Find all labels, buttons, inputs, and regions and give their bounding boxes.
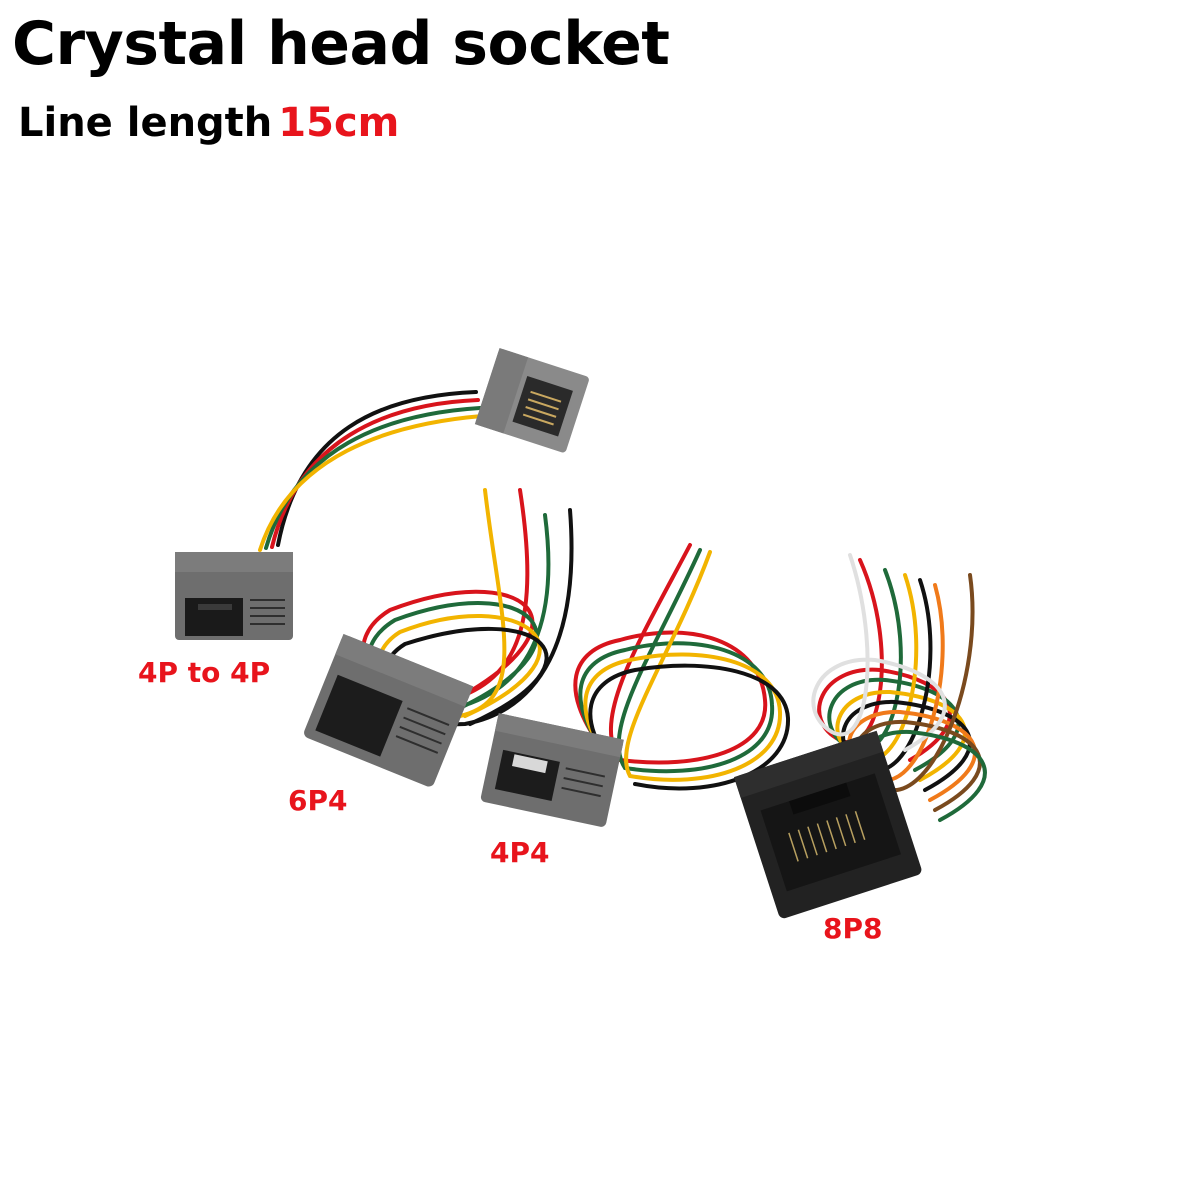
socket-4p-to-4p bbox=[175, 348, 589, 640]
socket-8p8 bbox=[733, 553, 987, 919]
label-6p4: 6P4 bbox=[288, 784, 348, 817]
socket-6p4 bbox=[304, 488, 574, 787]
label-8p8: 8P8 bbox=[823, 912, 883, 945]
label-4p-to-4p: 4P to 4P bbox=[138, 656, 271, 689]
label-4p4: 4P4 bbox=[490, 836, 550, 869]
socket-4p4 bbox=[480, 543, 791, 827]
line-length-value: 15cm bbox=[278, 100, 400, 146]
line-length-label: Line length bbox=[18, 100, 273, 146]
page-title: Crystal head socket bbox=[12, 9, 670, 79]
